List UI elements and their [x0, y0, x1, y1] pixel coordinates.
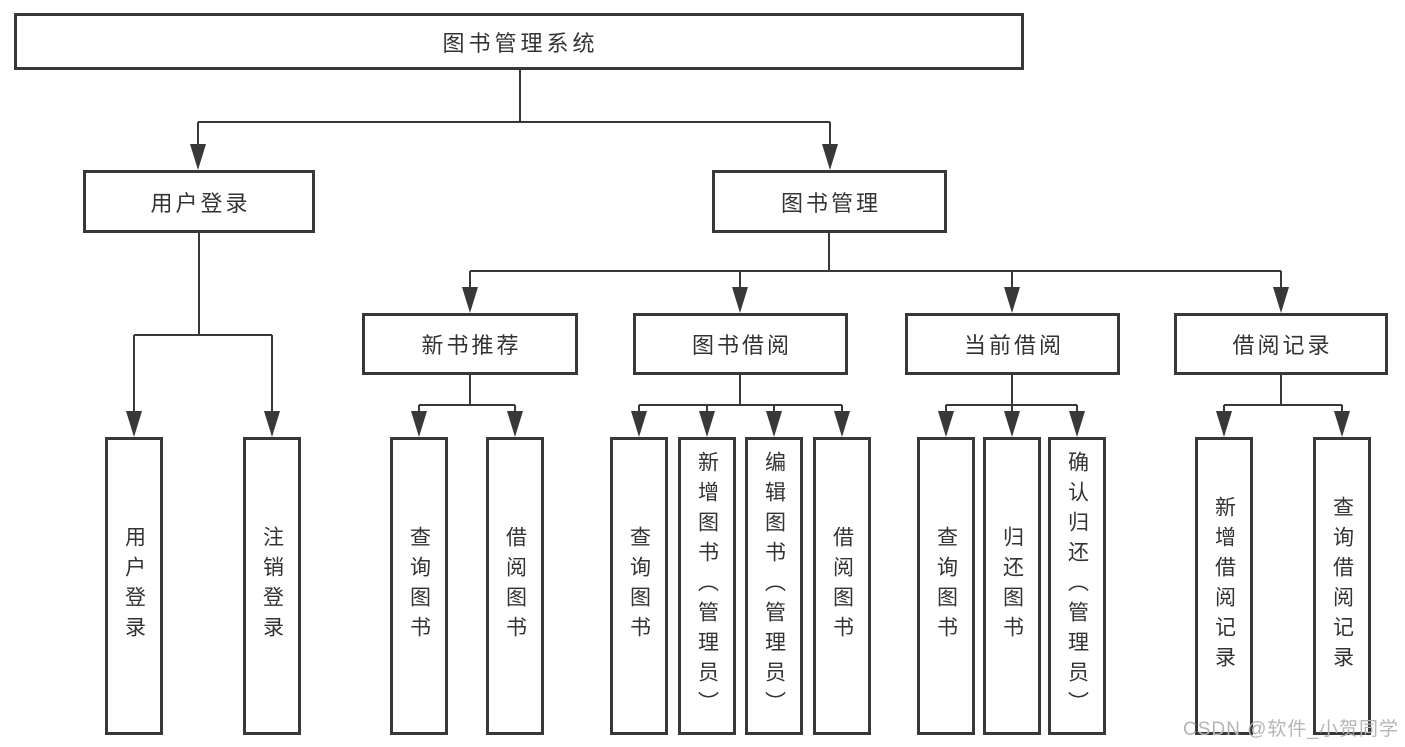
leaf-query-books-recommend: 查询图书 [390, 437, 448, 735]
node-book-management: 图书管理 [712, 170, 947, 233]
leaf-label: 借阅图书 [503, 526, 527, 646]
leaf-return-books: 归还图书 [983, 437, 1041, 735]
leaf-label: 新增借阅记录 [1212, 496, 1236, 676]
leaf-label: 查询图书 [934, 526, 958, 646]
node-label: 新书推荐 [421, 333, 522, 358]
node-label: 借阅记录 [1232, 333, 1333, 358]
leaf-label: 查询图书 [407, 526, 431, 646]
leaf-label: 借阅图书 [830, 526, 854, 646]
node-label: 当前借阅 [963, 333, 1064, 358]
node-borrowing-records: 借阅记录 [1174, 313, 1388, 375]
leaf-query-books-borrowing: 查询图书 [610, 437, 668, 735]
watermark-text: CSDN @软件_小贺同学 [1183, 719, 1399, 740]
leaf-user-login: 用户登录 [105, 437, 163, 735]
node-user-login: 用户登录 [83, 170, 315, 233]
leaf-label: 确认归还（管理员） [1065, 451, 1089, 721]
node-label: 图书管理系统 [442, 30, 599, 56]
leaf-borrow-books-borrowing: 借阅图书 [813, 437, 871, 735]
leaf-label: 注销登录 [260, 526, 284, 646]
leaf-label: 查询借阅记录 [1330, 496, 1354, 676]
leaf-label: 用户登录 [122, 526, 146, 646]
leaf-borrow-books-recommend: 借阅图书 [486, 437, 544, 735]
leaf-edit-books-admin: 编辑图书（管理员） [745, 437, 803, 735]
leaf-query-books-current: 查询图书 [917, 437, 975, 735]
leaf-label: 查询图书 [627, 526, 651, 646]
node-new-book-recommendation: 新书推荐 [362, 313, 578, 375]
node-label: 图书借阅 [691, 333, 792, 358]
node-current-borrowing: 当前借阅 [905, 313, 1120, 375]
node-book-borrowing: 图书借阅 [633, 313, 848, 375]
leaf-confirm-return-admin: 确认归还（管理员） [1048, 437, 1106, 735]
node-label: 图书管理 [780, 190, 881, 216]
leaf-logout: 注销登录 [243, 437, 301, 735]
leaf-query-borrow-record: 查询借阅记录 [1313, 437, 1371, 735]
leaf-label: 编辑图书（管理员） [762, 451, 786, 721]
leaf-add-books-admin: 新增图书（管理员） [678, 437, 736, 735]
node-label: 用户登录 [150, 190, 251, 216]
leaf-label: 归还图书 [1000, 526, 1024, 646]
leaf-add-borrow-record: 新增借阅记录 [1195, 437, 1253, 735]
node-library-management-system: 图书管理系统 [14, 13, 1024, 70]
leaf-label: 新增图书（管理员） [695, 451, 719, 721]
